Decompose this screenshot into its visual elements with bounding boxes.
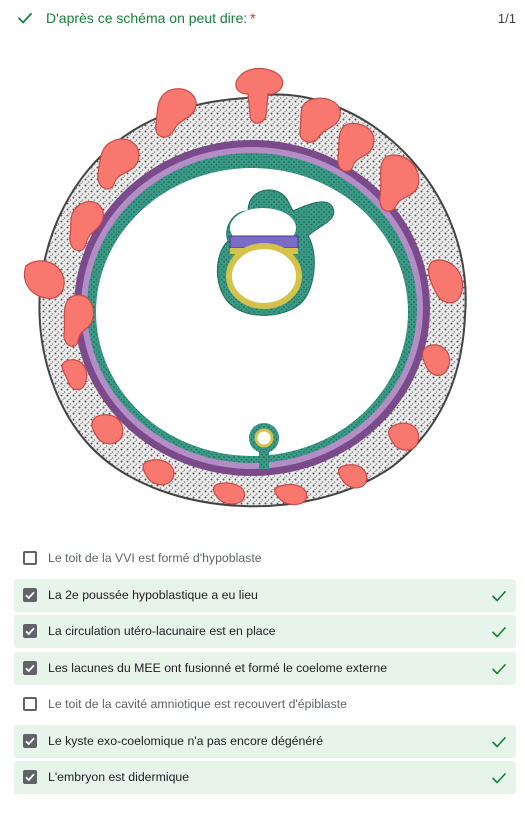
check-icon <box>492 736 506 747</box>
checkbox-checked[interactable] <box>23 624 37 638</box>
options-list: Le toit de la VVI est formé d'hypoblaste… <box>14 542 516 798</box>
option-label: Le kyste exo-coelomique n'a pas encore d… <box>48 733 324 748</box>
check-icon <box>492 590 506 601</box>
embryo-diagram <box>24 67 467 508</box>
option-label: La circulation utéro-lacunaire est en pl… <box>48 624 276 638</box>
option-label: La 2e poussée hypoblastique a eu lieu <box>48 587 258 602</box>
checkbox-checked[interactable] <box>23 587 37 602</box>
question-title: D'après ce schéma on peut dire:* <box>46 10 256 26</box>
option-label: Les lacunes du MEE ont fusionné et formé… <box>48 660 388 675</box>
check-icon <box>492 663 506 674</box>
option-4[interactable]: Le toit de la cavité amniotique est reco… <box>14 688 516 721</box>
checkbox-checked[interactable] <box>23 660 37 675</box>
question-score: 1/1 <box>497 11 516 26</box>
checkbox-checked[interactable] <box>23 733 37 748</box>
option-6[interactable]: L'embryon est didermique <box>14 761 516 794</box>
question-header: D'après ce schéma on peut dire:* 1/1 <box>0 0 525 36</box>
option-3[interactable]: Les lacunes du MEE ont fusionné et formé… <box>14 651 516 685</box>
check-icon <box>492 773 506 784</box>
checkbox-checked[interactable] <box>23 770 37 784</box>
option-label: Le toit de la VVI est formé d'hypoblaste <box>48 551 262 565</box>
check-icon <box>492 627 506 638</box>
checkbox-unchecked[interactable] <box>23 551 37 565</box>
required-mark: * <box>250 10 256 26</box>
option-1[interactable]: La 2e poussée hypoblastique a eu lieu <box>14 578 516 612</box>
option-label: L'embryon est didermique <box>48 770 190 784</box>
option-0[interactable]: Le toit de la VVI est formé d'hypoblaste <box>14 542 516 575</box>
option-2[interactable]: La circulation utéro-lacunaire est en pl… <box>14 615 516 648</box>
option-5[interactable]: Le kyste exo-coelomique n'a pas encore d… <box>14 724 516 758</box>
option-label: Le toit de la cavité amniotique est reco… <box>48 697 348 711</box>
check-icon <box>18 12 32 24</box>
checkbox-unchecked[interactable] <box>23 697 37 711</box>
